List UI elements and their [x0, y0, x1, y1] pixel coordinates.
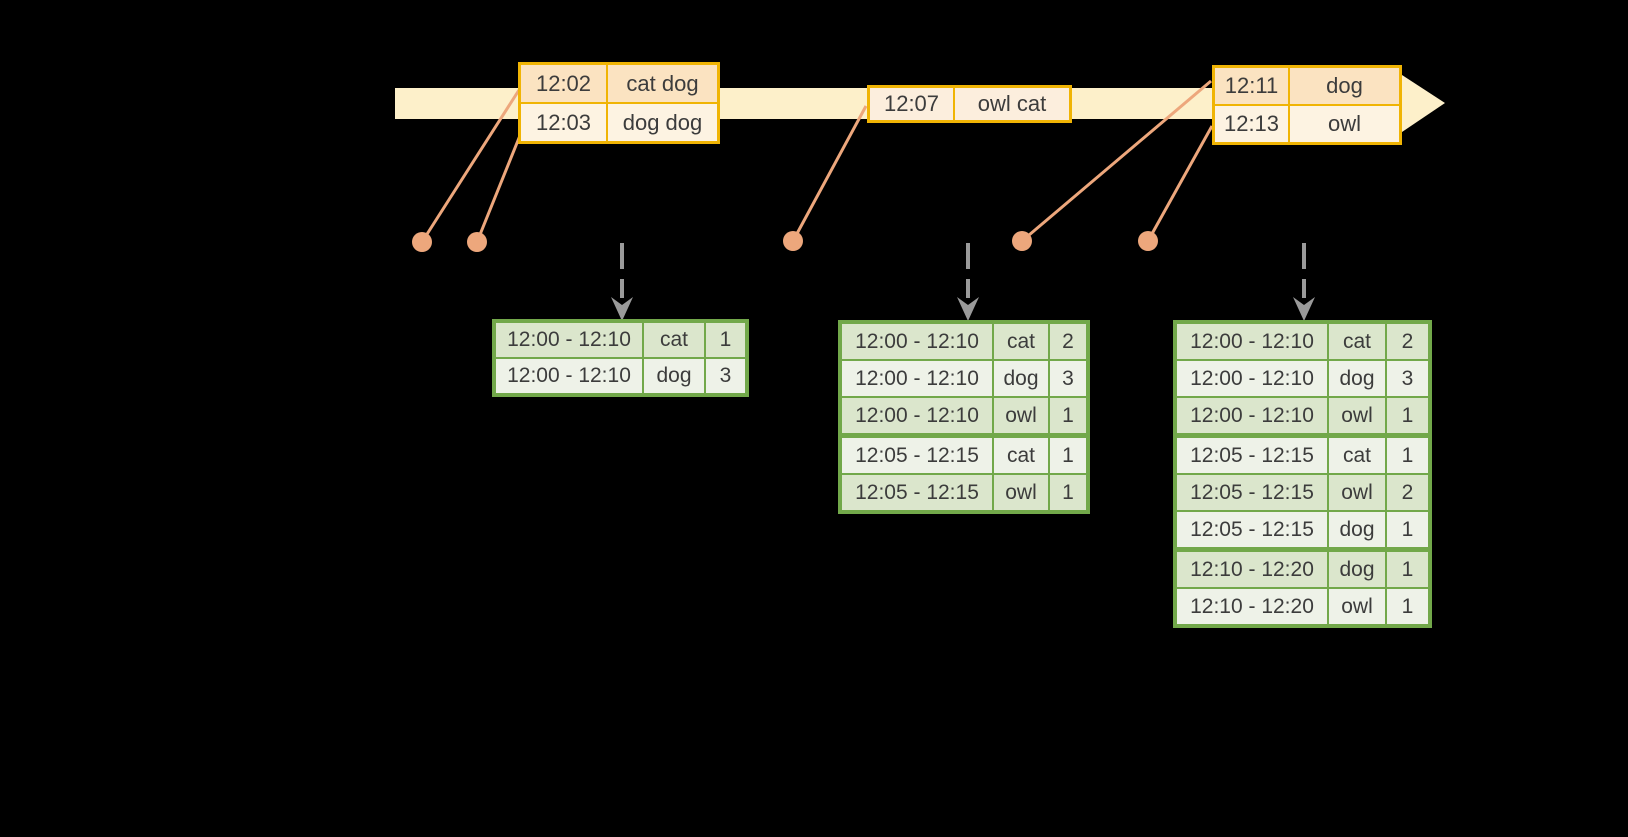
- result-count-cell: 2: [1387, 475, 1428, 510]
- event-dot-icon: [1138, 231, 1158, 251]
- result-window-cell: 12:00 - 12:10: [842, 324, 992, 359]
- result-window-cell: 12:00 - 12:10: [1177, 324, 1327, 359]
- connector-line: [1146, 125, 1214, 242]
- result-count-cell: 2: [1387, 324, 1428, 359]
- result-count-cell: 1: [1387, 398, 1428, 433]
- trigger-arrow-icon: [957, 243, 979, 321]
- result-window-cell: 12:00 - 12:10: [1177, 398, 1327, 433]
- result-word-cell: cat: [994, 324, 1048, 359]
- result-count-cell: 1: [1050, 438, 1086, 473]
- result-word-cell: cat: [644, 323, 704, 357]
- event-time-cell: 12:02: [521, 65, 606, 102]
- result-count-cell: 3: [706, 359, 745, 393]
- result-count-cell: 1: [1050, 398, 1086, 433]
- result-word-cell: cat: [994, 438, 1048, 473]
- result-word-cell: dog: [1329, 512, 1385, 547]
- result-window-cell: 12:05 - 12:15: [1177, 512, 1327, 547]
- result-window-cell: 12:10 - 12:20: [1177, 552, 1327, 587]
- result-count-cell: 3: [1387, 361, 1428, 396]
- result-word-cell: owl: [1329, 398, 1385, 433]
- connector-line: [420, 89, 521, 243]
- event-dot-icon: [1012, 231, 1032, 251]
- connector-line: [475, 132, 523, 243]
- result-count-cell: 3: [1050, 361, 1086, 396]
- result-count-cell: 1: [706, 323, 745, 357]
- result-word-cell: dog: [994, 361, 1048, 396]
- result-word-cell: owl: [994, 475, 1048, 510]
- result-count-cell: 1: [1387, 512, 1428, 547]
- event-dot-icon: [467, 232, 487, 252]
- event-time-cell: 12:07: [870, 88, 953, 120]
- event-time-cell: 12:13: [1215, 106, 1288, 142]
- event-words-cell: dog dog: [608, 104, 717, 141]
- result-count-cell: 1: [1387, 438, 1428, 473]
- connector-line: [791, 105, 868, 242]
- result-word-cell: cat: [1329, 324, 1385, 359]
- event-dot-icon: [783, 231, 803, 251]
- connector-line: [1021, 79, 1212, 243]
- result-window-cell: 12:00 - 12:10: [1177, 361, 1327, 396]
- trigger-arrow-icon: [1293, 243, 1315, 321]
- result-word-cell: cat: [1329, 438, 1385, 473]
- result-window-cell: 12:05 - 12:15: [1177, 475, 1327, 510]
- result-window-cell: 12:05 - 12:15: [842, 438, 992, 473]
- result-word-cell: dog: [1329, 552, 1385, 587]
- result-word-cell: dog: [1329, 361, 1385, 396]
- result-count-cell: 1: [1387, 589, 1428, 624]
- trigger-arrow-icon: [611, 243, 633, 321]
- event-words-cell: cat dog: [608, 65, 717, 102]
- event-time-cell: 12:11: [1215, 68, 1288, 104]
- result-count-cell: 2: [1050, 324, 1086, 359]
- event-time-cell: 12:03: [521, 104, 606, 141]
- result-word-cell: owl: [994, 398, 1048, 433]
- timeline-arrowhead-icon: [1402, 75, 1445, 132]
- event-dot-icon: [412, 232, 432, 252]
- result-word-cell: owl: [1329, 589, 1385, 624]
- result-window-cell: 12:00 - 12:10: [842, 361, 992, 396]
- result-window-cell: 12:05 - 12:15: [842, 475, 992, 510]
- result-count-cell: 1: [1387, 552, 1428, 587]
- result-window-cell: 12:00 - 12:10: [496, 323, 642, 357]
- result-window-cell: 12:00 - 12:10: [496, 359, 642, 393]
- result-window-cell: 12:05 - 12:15: [1177, 438, 1327, 473]
- result-count-cell: 1: [1050, 475, 1086, 510]
- result-window-cell: 12:00 - 12:10: [842, 398, 992, 433]
- event-words-cell: owl cat: [955, 88, 1069, 120]
- result-window-cell: 12:10 - 12:20: [1177, 589, 1327, 624]
- result-word-cell: dog: [644, 359, 704, 393]
- event-words-cell: owl: [1290, 106, 1399, 142]
- result-word-cell: owl: [1329, 475, 1385, 510]
- event-words-cell: dog: [1290, 68, 1399, 104]
